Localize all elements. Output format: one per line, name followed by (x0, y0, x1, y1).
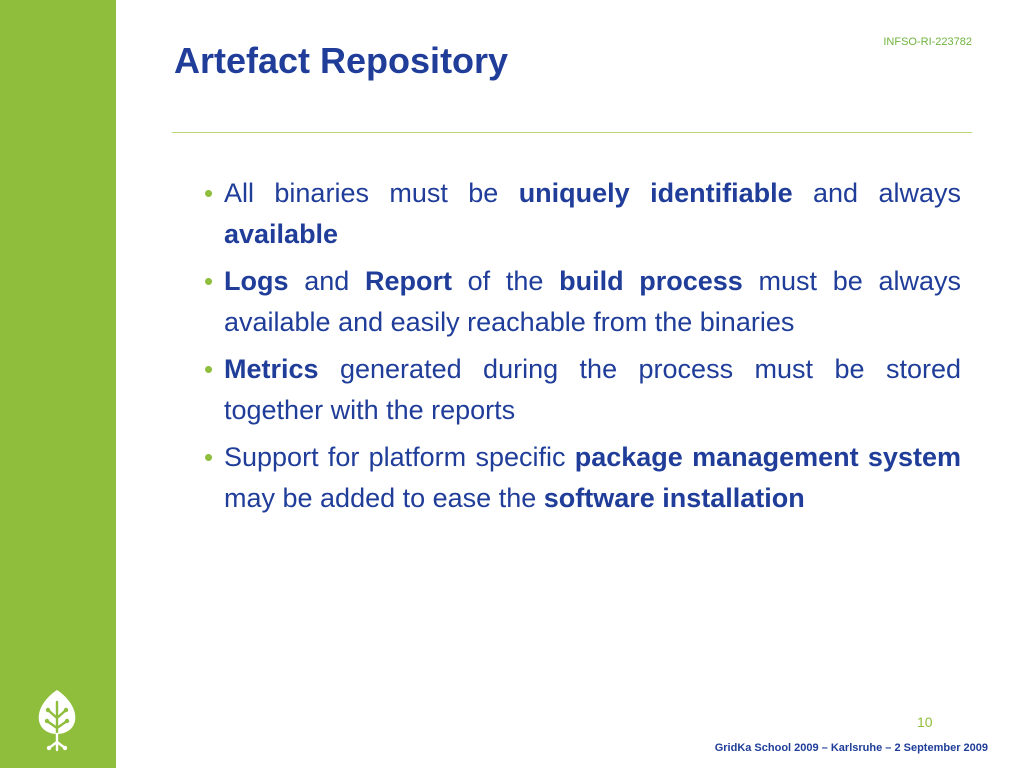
egee-tree-logo-icon (38, 690, 76, 752)
bullet-text: Support for platform specific (224, 442, 575, 472)
bullet-text: may be added to ease the (224, 483, 544, 513)
bullet-bold-text: build process (559, 266, 743, 296)
bullet-item: • Logs and Report of the build process mu… (204, 261, 961, 343)
bullet-bold-text: uniquely identifiable (518, 178, 793, 208)
bullet-list: • All binaries must be uniquely identifia… (204, 173, 961, 525)
bullet-bold-text: package management system (574, 442, 961, 472)
bullet-dot-icon: • (204, 354, 214, 384)
slide-title: Artefact Repository (174, 40, 509, 81)
bullet-dot-icon: • (204, 442, 214, 472)
bullet-dot-icon: • (204, 266, 214, 296)
footer-text: GridKa School 2009 – Karlsruhe – 2 Septe… (714, 742, 988, 754)
side-band (0, 0, 116, 768)
bullet-dot-icon: • (204, 178, 214, 208)
bullet-text: and always (792, 178, 961, 208)
bullet-item: • Metrics generated during the process mu… (204, 349, 961, 431)
bullet-item: • All binaries must be uniquely identifia… (204, 173, 961, 255)
bullet-bold-text: available (224, 219, 339, 249)
bullet-bold-text: software installation (543, 483, 805, 513)
bullet-text: of the (451, 266, 560, 296)
bullet-bold-text: Metrics (224, 354, 319, 384)
project-code: INFSO-RI-223782 (883, 36, 972, 48)
page-number: 10 (917, 714, 933, 730)
bullet-item: • Support for platform specific package m… (204, 437, 961, 519)
bullet-text: generated during the process must be sto… (224, 354, 961, 425)
title-divider (172, 132, 972, 133)
bullet-text: and (288, 266, 365, 296)
bullet-bold-text: Report (364, 266, 452, 296)
bullet-text: All binaries must be (224, 178, 519, 208)
bullet-bold-text: Logs (224, 266, 289, 296)
bullet-text: must be always available and easily reac… (224, 266, 961, 337)
